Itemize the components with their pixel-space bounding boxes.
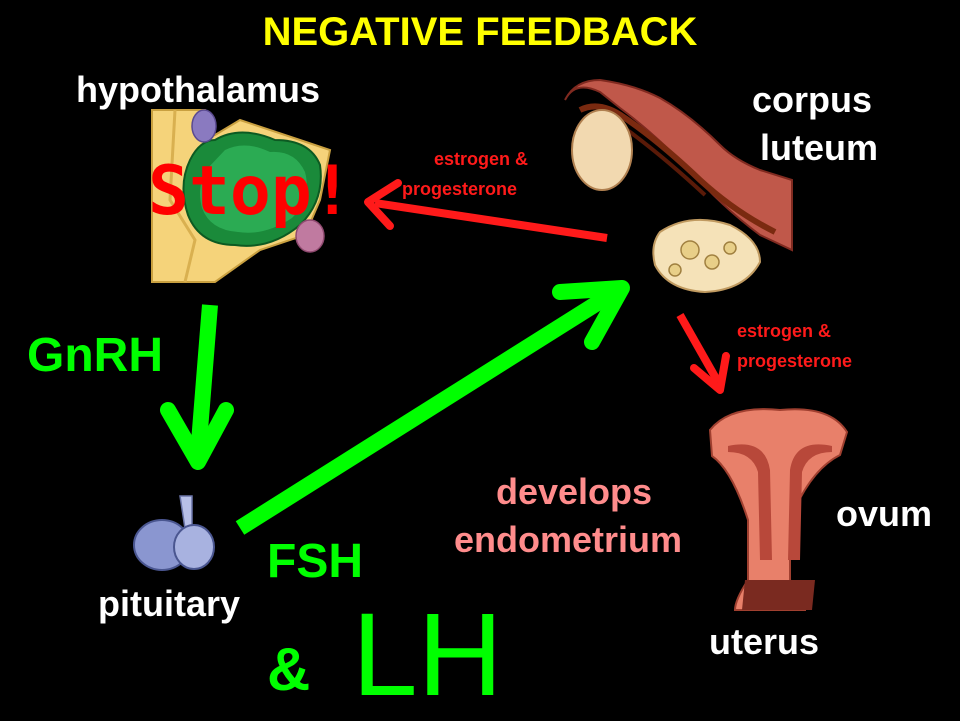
corpus-luteum-label-line2: luteum	[760, 127, 879, 168]
arrow-fsh-lh	[235, 280, 630, 535]
hypothalamus-label: hypothalamus	[76, 69, 321, 110]
feedback-hormone-label-line2: progesterone	[402, 179, 518, 199]
stop-label: Stop!	[148, 152, 353, 231]
arrow-uterus	[676, 313, 730, 394]
gnrh-label: GnRH	[27, 329, 163, 382]
develops-label-line1: develops	[496, 471, 653, 512]
ampersand-label: &	[267, 636, 311, 703]
lh-label: LH	[352, 589, 503, 721]
diagram-title: NEGATIVE FEEDBACK	[262, 10, 698, 54]
ovum-label: ovum	[836, 493, 933, 534]
pituitary-illustration	[133, 495, 215, 571]
fsh-label: FSH	[267, 535, 363, 588]
pituitary-label: pituitary	[98, 583, 241, 624]
uterus-hormone-label-line1: estrogen &	[737, 321, 832, 341]
uterus-illustration	[708, 408, 849, 611]
uterus-label: uterus	[709, 621, 820, 662]
arrow-gnrh	[160, 304, 234, 470]
arrow-feedback	[364, 179, 608, 242]
corpus-luteum-illustration	[564, 78, 793, 294]
develops-label-line2: endometrium	[454, 519, 683, 560]
corpus-luteum-label-line1: corpus	[752, 79, 873, 120]
uterus-hormone-label-line2: progesterone	[737, 351, 853, 371]
feedback-hormone-label-line1: estrogen &	[434, 149, 529, 169]
hypothalamus-illustration	[151, 109, 332, 283]
